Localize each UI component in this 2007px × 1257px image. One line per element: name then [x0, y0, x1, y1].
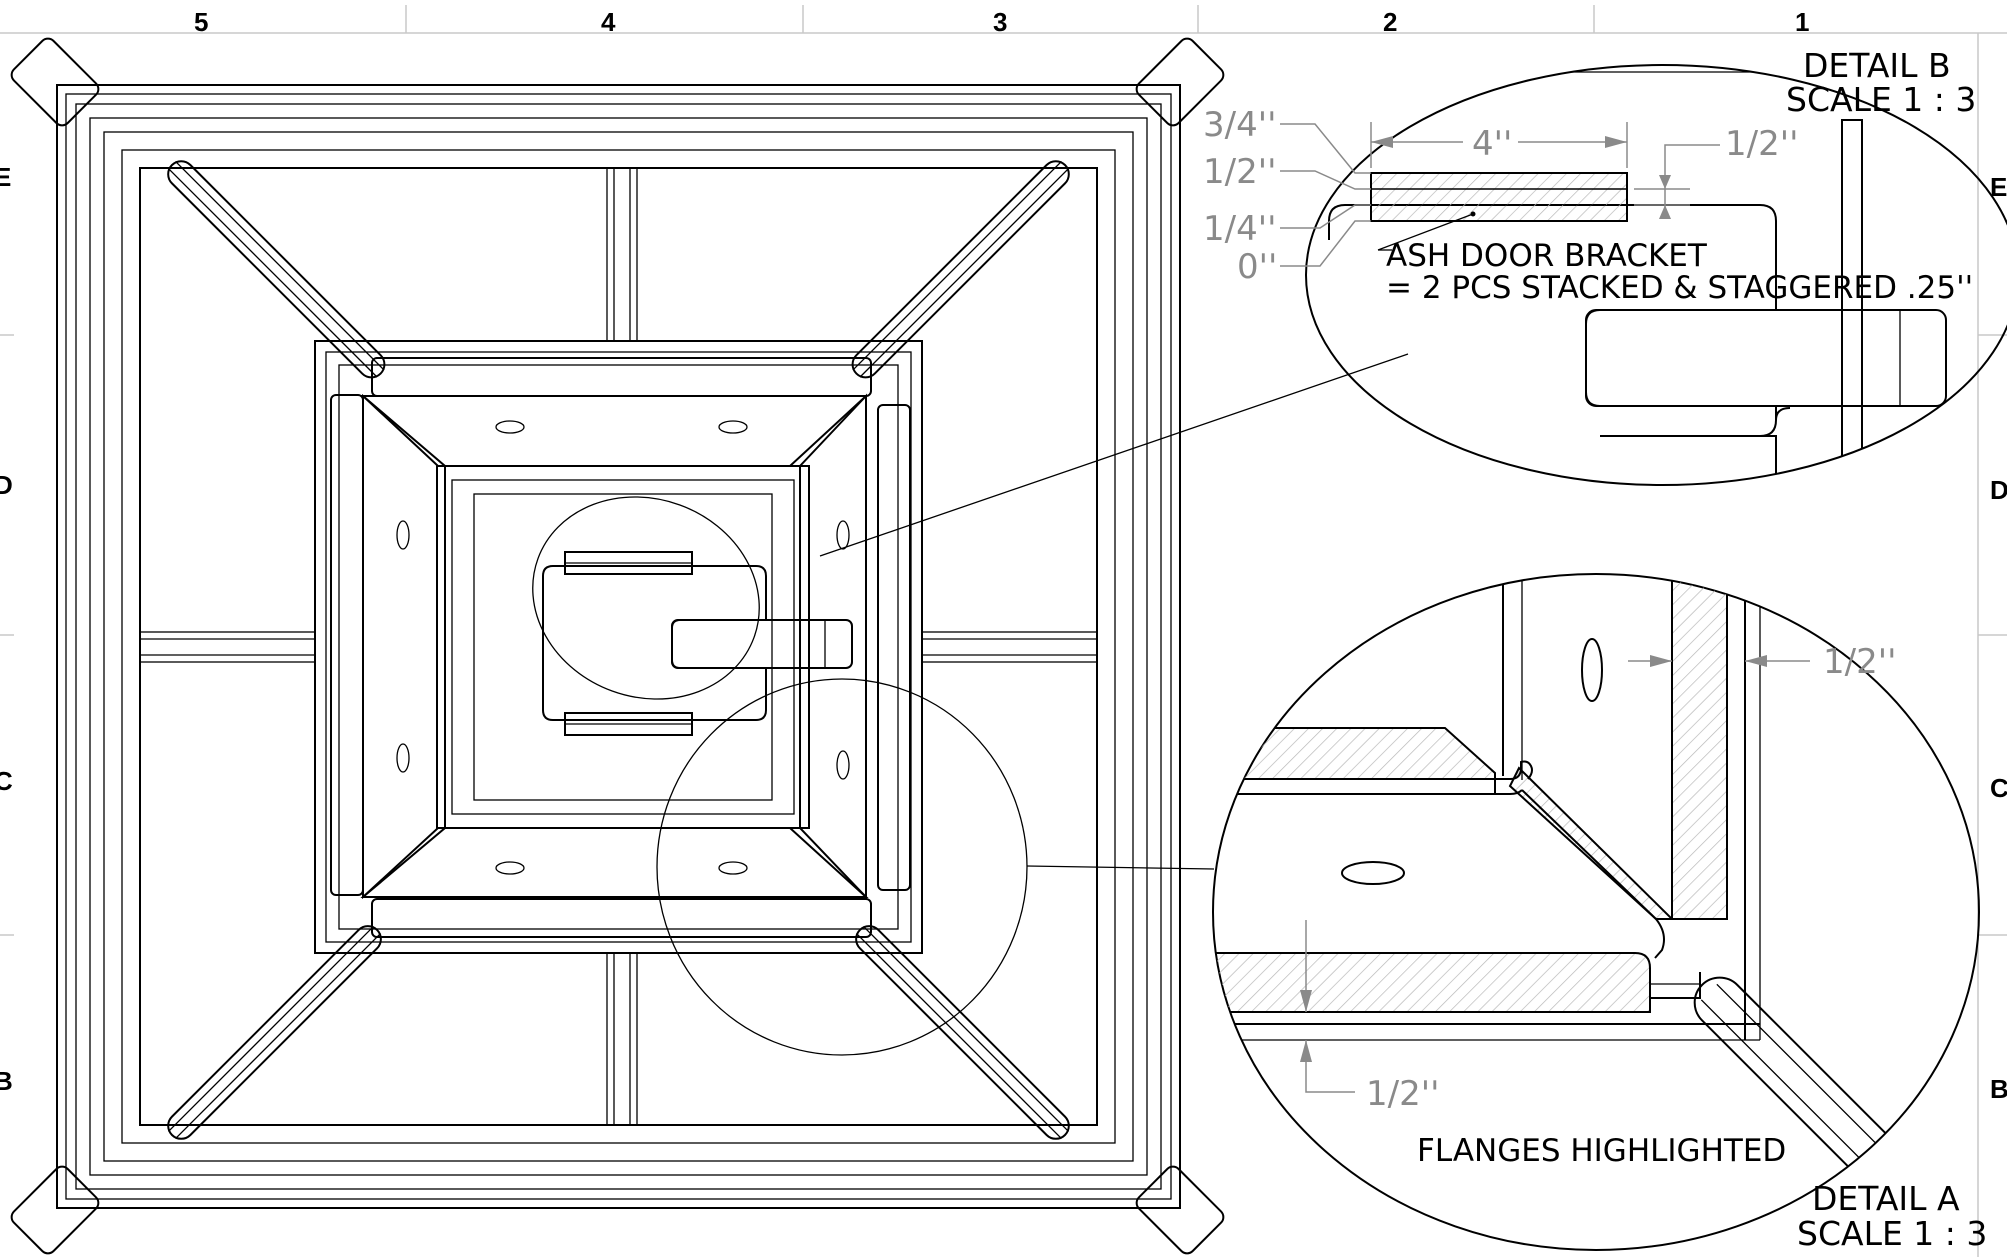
flange-depth-label: 1/2'' [1366, 1074, 1439, 1114]
height-label-1-2: 1/2'' [1203, 152, 1276, 192]
zone-label-top-2: 2 [1383, 7, 1397, 37]
zone-label-top-3: 3 [993, 7, 1007, 37]
ash-door-bracket-note-line2: = 2 PCS STACKED & STAGGERED .25'' [1386, 270, 1973, 306]
zone-label-right-b: B [1990, 1074, 2007, 1104]
detail-a-title: DETAIL A [1812, 1179, 1960, 1218]
diagonal-legs [167, 160, 1070, 1140]
flange-width-label: 1/2'' [1823, 642, 1896, 682]
detail-b-callout-circle [532, 496, 760, 700]
flange-width-dimension [1628, 655, 1810, 667]
zone-label-left-b: B [0, 1066, 13, 1096]
zone-label-top-4: 4 [601, 7, 616, 37]
detail-b-scale: SCALE 1 : 3 [1786, 80, 1976, 119]
detail-a-view: 1/2'' 1/2'' FLANGES HIGHLIGHTED DETAIL A… [1212, 573, 1987, 1253]
ash-door-bracket [1370, 172, 1628, 222]
zone-label-right-e: E [1990, 172, 2007, 202]
zone-label-left-e: E [0, 162, 11, 192]
width-dim-label: 4'' [1472, 124, 1512, 164]
flange-depth-dimension [1300, 920, 1355, 1093]
detail-a-callout-circle [656, 678, 1028, 1056]
main-plan-view [10, 37, 1409, 1255]
height-label-0: 0'' [1237, 247, 1277, 287]
zone-label-top-1: 1 [1795, 7, 1809, 37]
thickness-dim-label: 1/2'' [1725, 124, 1798, 164]
detail-b-leader [819, 353, 1409, 557]
ash-door-bracket-note-line1: ASH DOOR BRACKET [1386, 238, 1708, 274]
height-label-3-4: 3/4'' [1203, 105, 1276, 145]
detail-b-title: DETAIL B [1803, 46, 1951, 85]
detail-a-leader [1026, 865, 1215, 870]
sheet-border [0, 5, 2007, 1257]
zone-label-left-c: C [0, 766, 13, 796]
height-dimension-leaders [1280, 123, 1371, 267]
cross-members [139, 167, 1098, 1126]
flanges-highlighted-note: FLANGES HIGHLIGHTED [1417, 1133, 1786, 1169]
thickness-dimension [1634, 144, 1720, 219]
height-label-1-4: 1/4'' [1203, 209, 1276, 249]
zone-label-top-5: 5 [194, 7, 208, 37]
detail-b-view: 3/4'' 1/2'' 1/4'' 0'' 4'' 1/2'' ASH DOOR… [1203, 46, 2007, 486]
firebox [314, 340, 923, 954]
zone-label-right-d: D [1990, 475, 2007, 505]
zone-label-left-d: D [0, 470, 13, 500]
outer-frame [56, 84, 1181, 1209]
zone-label-right-c: C [1990, 773, 2007, 803]
corner-feet [10, 37, 1225, 1255]
detail-a-scale: SCALE 1 : 3 [1797, 1214, 1987, 1253]
ash-door-assembly [542, 551, 853, 736]
width-dimension [1370, 122, 1628, 168]
